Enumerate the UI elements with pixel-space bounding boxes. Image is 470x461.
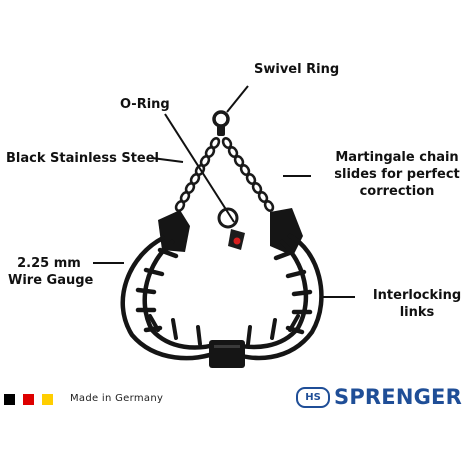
flag-swatch-black bbox=[4, 394, 15, 405]
inner-prongs bbox=[148, 314, 300, 346]
o-ring-leader bbox=[164, 113, 235, 223]
label-interlocking-line1: Interlocking bbox=[372, 288, 462, 303]
label-gauge-line1: 2.25 mm bbox=[17, 256, 81, 271]
prong-links bbox=[120, 233, 324, 361]
swivel-ring bbox=[212, 110, 230, 136]
swivel-ring-leader bbox=[226, 85, 249, 113]
label-steel: Black Stainless Steel bbox=[6, 151, 160, 166]
label-gauge-line2: Wire Gauge bbox=[8, 273, 94, 288]
label-swivel-ring: Swivel Ring bbox=[254, 62, 340, 77]
label-gauge: 2.25 mm Wire Gauge bbox=[8, 255, 94, 289]
made-in-germany: Made in Germany bbox=[70, 393, 164, 404]
label-martingale-line2: slides for perfect bbox=[334, 167, 460, 182]
left-plate bbox=[158, 210, 190, 252]
flag-swatch-gold bbox=[42, 394, 53, 405]
flag-swatch-red bbox=[23, 394, 34, 405]
german-flag-swatches bbox=[4, 394, 53, 405]
label-interlocking: Interlocking links bbox=[370, 287, 464, 321]
hs-badge: HS bbox=[296, 386, 330, 408]
label-interlocking-line2: links bbox=[399, 305, 435, 320]
brand-name: SPRENGER bbox=[334, 385, 462, 409]
center-buckle bbox=[209, 340, 245, 368]
label-martingale-line1: Martingale chain bbox=[335, 150, 459, 165]
red-tag bbox=[228, 229, 245, 250]
martingale-chain bbox=[174, 137, 275, 212]
label-martingale-line3: correction bbox=[359, 184, 435, 199]
o-ring bbox=[217, 207, 239, 229]
right-plate bbox=[270, 208, 303, 256]
brand-logo: HS SPRENGER bbox=[296, 384, 462, 410]
label-martingale: Martingale chain slides for perfect corr… bbox=[328, 149, 466, 200]
steel-leader bbox=[151, 157, 184, 163]
label-o-ring: O-Ring bbox=[120, 97, 170, 112]
